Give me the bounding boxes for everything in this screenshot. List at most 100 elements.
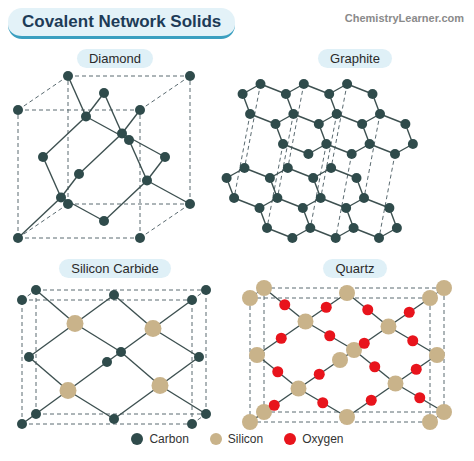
- atom: [17, 419, 27, 429]
- silicon-carbide-structure: [17, 285, 211, 429]
- atom: [422, 414, 438, 430]
- atom: [17, 295, 27, 305]
- atom: [339, 409, 355, 425]
- bond: [299, 389, 348, 418]
- atom: [283, 163, 293, 173]
- atom: [185, 199, 195, 209]
- interlayer-line: [310, 144, 326, 228]
- atom: [256, 79, 266, 89]
- interlayer-line: [267, 144, 283, 228]
- structure-label: Quartz: [323, 259, 386, 278]
- bond: [68, 76, 86, 117]
- legend-item: Silicon: [209, 432, 263, 446]
- atom: [341, 203, 351, 213]
- structure-name: Diamond: [89, 51, 141, 66]
- atom: [116, 347, 126, 357]
- atom: [331, 233, 341, 243]
- atom: [324, 89, 334, 99]
- atom: [359, 193, 369, 203]
- atom: [305, 223, 315, 233]
- atom: [99, 216, 109, 226]
- atom: [262, 223, 272, 233]
- atom: [375, 109, 385, 119]
- atom: [365, 139, 375, 149]
- bond: [107, 329, 153, 363]
- bond: [340, 327, 389, 361]
- atom: [135, 105, 145, 115]
- bond: [122, 134, 165, 158]
- atom: [287, 233, 297, 243]
- atom: [99, 88, 109, 98]
- atom: [74, 169, 84, 179]
- bond: [22, 391, 68, 425]
- unit-cell-edge: [264, 288, 444, 289]
- atom: [81, 112, 91, 122]
- unit-cell-edge: [250, 422, 430, 423]
- unit-cell-edge: [68, 76, 69, 204]
- atom: [269, 400, 280, 411]
- atom: [366, 395, 377, 406]
- bond: [347, 293, 389, 327]
- atom: [255, 203, 265, 213]
- atom: [332, 352, 348, 368]
- atom: [142, 176, 152, 186]
- structure-name: Silicon Carbide: [71, 261, 158, 276]
- unit-cell-edge: [22, 300, 23, 424]
- unit-cell-edge: [18, 76, 68, 110]
- legend-text: Carbon: [149, 432, 188, 446]
- atom: [102, 357, 112, 367]
- legend-item: Carbon: [130, 432, 188, 446]
- atom: [314, 119, 324, 129]
- interlayer-line: [331, 84, 347, 168]
- atom: [374, 233, 384, 243]
- structure-name: Quartz: [335, 261, 374, 276]
- atom: [13, 233, 23, 243]
- interlayer-line: [234, 114, 250, 198]
- unit-cell-edge: [36, 290, 206, 291]
- atom: [109, 414, 119, 424]
- atom: [347, 149, 357, 159]
- unit-cell-edge: [140, 110, 141, 238]
- atom: [56, 193, 66, 203]
- atom: [390, 149, 400, 159]
- atom: [117, 129, 127, 139]
- structure-label: Graphite: [318, 49, 392, 68]
- atom: [135, 233, 145, 243]
- watermark: ChemistryLearner.com: [345, 12, 464, 24]
- atom: [388, 376, 404, 392]
- bond: [264, 288, 306, 322]
- bond: [129, 140, 147, 181]
- interlayer-line: [364, 114, 380, 198]
- atom: [308, 173, 318, 183]
- atom: [298, 203, 308, 213]
- legend-swatch: [130, 432, 144, 446]
- unit-cell-edge: [190, 76, 191, 204]
- structure-label: Diamond: [77, 49, 153, 68]
- atom: [339, 285, 355, 301]
- unit-cell-edge: [206, 290, 207, 414]
- bond: [43, 117, 86, 158]
- interlayer-line: [277, 114, 293, 198]
- atom: [359, 338, 370, 349]
- atom: [109, 290, 119, 300]
- interlayer-line: [379, 154, 395, 238]
- atom: [321, 302, 332, 313]
- atom: [31, 285, 41, 295]
- bond: [389, 327, 438, 356]
- graphite-structure: [222, 79, 418, 243]
- atom: [436, 280, 452, 296]
- atom: [185, 71, 195, 81]
- atom: [272, 366, 283, 377]
- bond: [18, 198, 61, 239]
- bond: [114, 386, 160, 420]
- atom: [60, 382, 77, 399]
- atom: [238, 89, 248, 99]
- atom: [271, 119, 281, 129]
- bond: [61, 198, 104, 222]
- unit-cell-edge: [444, 288, 445, 412]
- atom: [229, 193, 239, 203]
- atom: [298, 314, 314, 330]
- atom: [245, 109, 255, 119]
- unit-cell-edge: [250, 298, 251, 422]
- unit-cell-edge: [18, 204, 68, 238]
